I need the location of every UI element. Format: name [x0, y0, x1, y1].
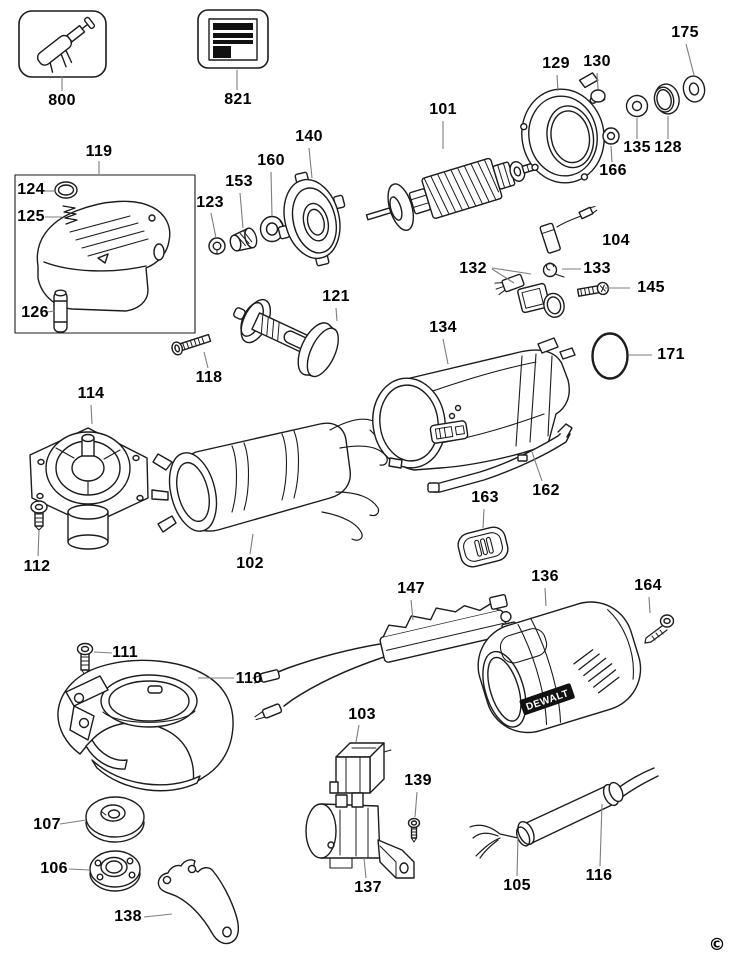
- screw-139: [407, 817, 421, 843]
- kit-box-icon: [18, 10, 107, 78]
- lock-lever-162: [427, 423, 573, 493]
- carbon-brush-104: [539, 206, 598, 254]
- pin-126: [53, 289, 68, 333]
- part-label-821: 821: [224, 91, 252, 108]
- part-label-101: 101: [429, 101, 457, 118]
- part-label-106: 106: [40, 860, 68, 877]
- washer-175: [682, 75, 706, 103]
- grinder-icon: [36, 16, 96, 73]
- part-label-153: 153: [225, 173, 253, 190]
- part-label-130: 130: [583, 53, 611, 70]
- part-label-162: 162: [532, 482, 560, 499]
- part-label-128: 128: [654, 139, 682, 156]
- part-label-103: 103: [348, 706, 376, 723]
- part-label-107: 107: [33, 816, 61, 833]
- clamp-plate-140: [277, 171, 346, 267]
- part-label-125: 125: [17, 208, 45, 225]
- screw-112: [30, 500, 48, 531]
- spanner-wrench-138: [157, 859, 240, 945]
- bearing-housing-129: [520, 72, 605, 184]
- part-label-121: 121: [322, 288, 350, 305]
- wheel-guard-110: [57, 659, 234, 792]
- lock-button-163: [457, 526, 509, 568]
- cord-105: [469, 767, 659, 859]
- part-label-138: 138: [114, 908, 142, 925]
- part-label-135: 135: [623, 139, 651, 156]
- part-label-145: 145: [637, 279, 665, 296]
- screw-164: [644, 614, 675, 644]
- part-label-800: 800: [48, 92, 76, 109]
- part-label-112: 112: [23, 558, 51, 575]
- part-label-139: 139: [404, 772, 432, 789]
- nut-123: [208, 237, 226, 255]
- part-label-132: 132: [459, 260, 487, 277]
- bearing-flange-114: [29, 427, 149, 550]
- terminal-block-103: [329, 742, 392, 794]
- part-label-126: 126: [21, 304, 49, 321]
- outer-flange-107: [85, 796, 145, 843]
- leader-lines: [37, 43, 695, 918]
- part-label-119: 119: [85, 143, 113, 160]
- part-label-114: 114: [77, 385, 105, 402]
- part-label-166: 166: [599, 162, 627, 179]
- sleeve-128: [653, 83, 680, 115]
- switch-147: [252, 594, 518, 721]
- part-label-137: 137: [354, 879, 382, 896]
- part-label-133: 133: [583, 260, 611, 277]
- part-label-111: 111: [112, 644, 138, 661]
- manual-label-box: [197, 9, 269, 69]
- label-plate-icon: [208, 18, 258, 61]
- spindle-121: [233, 298, 339, 378]
- field-102: [151, 418, 388, 541]
- part-label-147: 147: [397, 580, 425, 597]
- bearing-135: [625, 94, 649, 118]
- part-label-175: 175: [671, 24, 699, 41]
- part-label-105: 105: [503, 877, 531, 894]
- rear-cover-136: DEWALT: [477, 601, 642, 734]
- part-label-163: 163: [471, 489, 499, 506]
- gear-case-cover: [36, 200, 171, 312]
- part-label-116: 116: [585, 867, 613, 884]
- part-label-160: 160: [257, 152, 285, 169]
- o-ring-171: [591, 332, 629, 380]
- part-label-140: 140: [295, 128, 323, 145]
- o-ring-124: [54, 181, 78, 199]
- pinion-153: [229, 227, 258, 252]
- part-label-164: 164: [634, 577, 662, 594]
- part-label-123: 123: [196, 194, 224, 211]
- cap-130: [590, 89, 606, 103]
- part-label-171: 171: [657, 346, 685, 363]
- spring-125: [62, 205, 78, 225]
- part-label-110: 110: [235, 670, 263, 687]
- cord-clamp-137: [305, 792, 415, 879]
- cord-protector-116: [523, 785, 615, 844]
- part-label-104: 104: [602, 232, 630, 249]
- copyright-symbol: ©: [708, 935, 726, 955]
- screw-118: [171, 333, 212, 356]
- part-label-134: 134: [429, 319, 457, 336]
- part-label-124: 124: [17, 181, 45, 198]
- part-label-102: 102: [236, 555, 264, 572]
- inner-flange-106: [89, 850, 141, 892]
- motor-housing-134: [372, 337, 576, 471]
- part-label-129: 129: [542, 55, 570, 72]
- spring-clip-133: [542, 262, 565, 278]
- part-label-118: 118: [195, 369, 223, 386]
- screw-111: [76, 642, 94, 676]
- brush-holder-132: [494, 273, 565, 318]
- part-label-136: 136: [531, 568, 559, 585]
- screw-145: [576, 281, 610, 297]
- nut-166: [602, 127, 620, 145]
- armature-101: [365, 155, 557, 232]
